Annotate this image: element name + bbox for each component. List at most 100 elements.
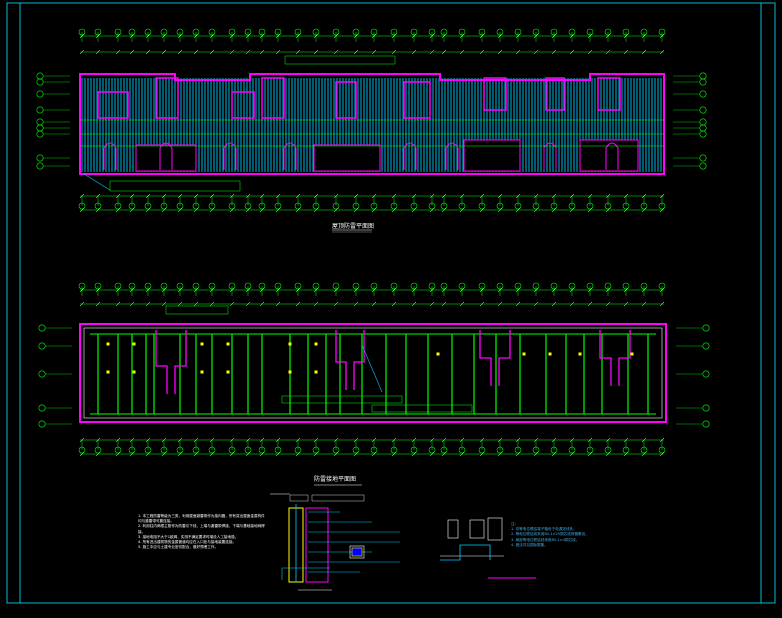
dim-tick (659, 49, 665, 55)
dim-tick (441, 437, 447, 443)
dim-tick (79, 301, 85, 307)
axis-bubble (208, 28, 216, 36)
axis-bubble (440, 446, 448, 454)
test-point-marker (630, 352, 634, 356)
dim-tick (533, 301, 539, 307)
axis-bubble (586, 282, 594, 290)
dim-tick (353, 287, 359, 293)
axis-bubble (294, 202, 302, 210)
dim-tick (605, 301, 611, 307)
dim-tick (259, 193, 265, 199)
dim-tick (551, 207, 557, 213)
dim-tick (533, 33, 539, 39)
axis-bubble (410, 446, 418, 454)
dim-tick (459, 437, 465, 443)
ground-ring-conductor (79, 323, 667, 423)
dim-tick (95, 287, 101, 293)
dim-tick (245, 451, 251, 457)
dim-tick (497, 33, 503, 39)
dim-tick (479, 287, 485, 293)
dim-tick (353, 437, 359, 443)
dim-tick (115, 287, 121, 293)
axis-bubble (274, 446, 282, 454)
equipotential-detail-left (270, 493, 400, 591)
dim-tick (313, 287, 319, 293)
dim-tick (209, 437, 215, 443)
dim-tick (641, 207, 647, 213)
dim-tick (145, 33, 151, 39)
dim-tick (371, 451, 377, 457)
stair-loop (155, 330, 187, 394)
axis-bubble (274, 282, 282, 290)
dim-tick (459, 33, 465, 39)
dim-tick (533, 451, 539, 457)
dim-tick (259, 437, 265, 443)
dim-tick (479, 33, 485, 39)
axis-bubble (312, 282, 320, 290)
dim-tick (275, 451, 281, 457)
dim-tick (177, 301, 183, 307)
test-point-marker (288, 342, 292, 346)
dim-tick (515, 33, 521, 39)
axis-bubble (586, 446, 594, 454)
dim-tick (497, 207, 503, 213)
axis-bubble (176, 446, 184, 454)
dim-tick (313, 193, 319, 199)
dim-tick (479, 193, 485, 199)
dim-tick (295, 437, 301, 443)
dim-tick (161, 437, 167, 443)
axis-bubble (352, 28, 360, 36)
dim-tick (623, 301, 629, 307)
foundation-loops (90, 330, 656, 415)
axis-bubble (144, 446, 152, 454)
axis-bubble (532, 282, 540, 290)
dormer-arch (403, 142, 417, 170)
dim-tick (79, 287, 85, 293)
axis-bubble (428, 282, 436, 290)
note-line: 1. 总等电位联结端子箱设于电源进线处。 (511, 527, 577, 532)
axis-bubble (410, 28, 418, 36)
dim-tick (275, 207, 281, 213)
dim-tick (533, 49, 539, 55)
axis-bubble (36, 154, 44, 162)
dim-tick (95, 451, 101, 457)
axis-bubble (352, 202, 360, 210)
dim-tick (193, 287, 199, 293)
dim-tick (177, 49, 183, 55)
axis-bubble (428, 446, 436, 454)
dim-tick (605, 451, 611, 457)
note-line: 2. 等电位联结线采用BV-1×25铜芯线穿管敷设。 (511, 532, 589, 537)
axis-bubble (114, 28, 122, 36)
test-point-marker (314, 370, 318, 374)
dim-tick (333, 287, 339, 293)
stair-loop (599, 330, 631, 386)
dormer-arch (103, 142, 117, 170)
dim-tick (429, 301, 435, 307)
axis-bubble (144, 28, 152, 36)
dim-tick (479, 49, 485, 55)
dim-tick (479, 301, 485, 307)
dim-tick (411, 49, 417, 55)
dim-tick (641, 451, 647, 457)
dim-tick (161, 451, 167, 457)
axis-bubble (532, 446, 540, 454)
axis-bubble (294, 282, 302, 290)
axis-bubble (410, 282, 418, 290)
dim-tick (497, 437, 503, 443)
dormer-arches (103, 142, 619, 170)
axis-bubble (604, 202, 612, 210)
dormer-arch (543, 142, 557, 170)
dim-tick (441, 33, 447, 39)
axis-bubble (176, 28, 184, 36)
axis-bubble (699, 130, 707, 138)
detail-notes: 注： 1. 总等电位联结端子箱设于电源进线处。 2. 等电位联结线采用BV-1×… (511, 522, 661, 548)
dim-tick (129, 451, 135, 457)
axis-bubble (699, 106, 707, 114)
axis-bubble (702, 420, 710, 428)
annotation-box-4 (165, 305, 229, 315)
dim-tick (551, 49, 557, 55)
dim-tick (275, 287, 281, 293)
axis-bubble (390, 282, 398, 290)
dim-tick (497, 451, 503, 457)
dim-tick (353, 301, 359, 307)
